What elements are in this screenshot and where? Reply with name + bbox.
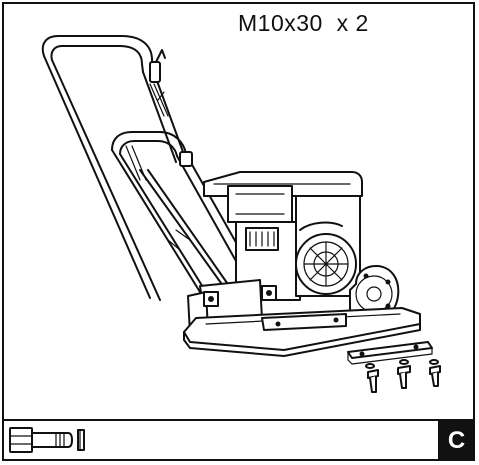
instruction-frame: [2, 2, 475, 461]
step-letter-badge: C: [438, 421, 475, 461]
base-plate-icon: [183, 279, 421, 357]
mounting-bracket-icon: [347, 341, 433, 365]
bolt-quantity-label: M10x30 x 2: [238, 10, 369, 36]
engine-icon: [203, 171, 400, 323]
bolt-pair-icon: [365, 359, 441, 393]
hex-bolt-icon: [9, 427, 73, 453]
footer-divider: [2, 419, 475, 421]
washer-icon: [77, 429, 85, 451]
handle-icon: [41, 35, 187, 301]
plate-compactor-icon: [41, 35, 441, 393]
